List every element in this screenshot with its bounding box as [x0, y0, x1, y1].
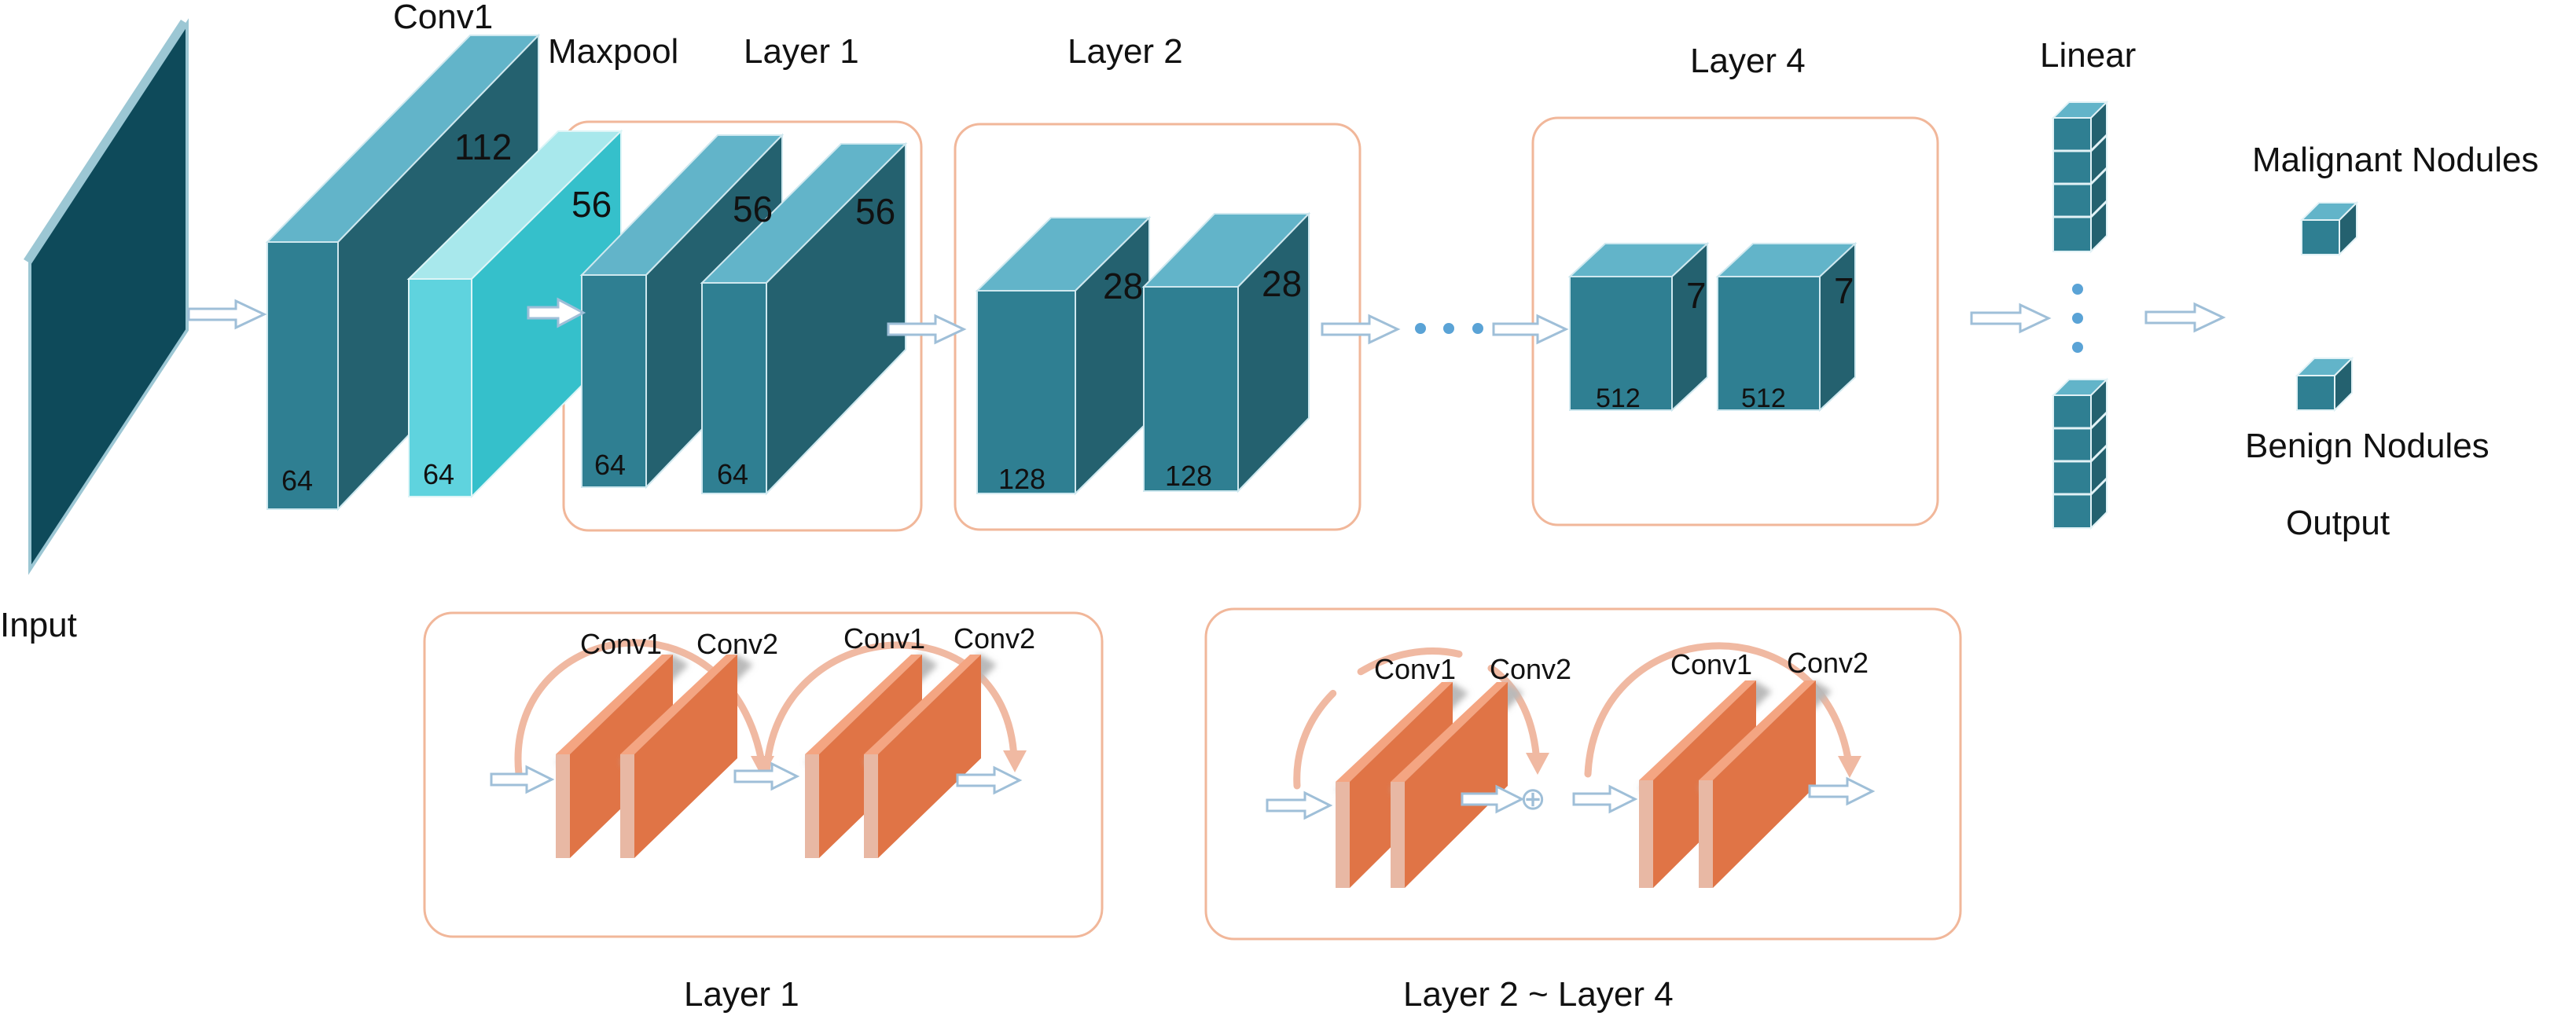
detail-layer2-4-arrow-mid	[1461, 784, 1525, 814]
detail-layer2-4-residual-arcs	[1293, 642, 1853, 790]
benign-label: Benign Nodules	[2245, 427, 2490, 465]
detail-layer2-4-conv1-label-b: Conv1	[1670, 648, 1752, 680]
input-label: Input	[0, 606, 77, 644]
detail-layer2-4-conv2-a	[1391, 682, 1523, 888]
arrow-linear-to-output	[2144, 302, 2226, 333]
linear-dots	[2072, 284, 2083, 353]
linear-title: Linear	[2040, 36, 2136, 75]
layer1-title: Layer 1	[744, 32, 859, 71]
conv1-label: Conv1	[393, 0, 493, 36]
detail-layer2-4-conv2-label-b: Conv2	[1787, 647, 1869, 679]
detail-layer1-conv1-label-a: Conv1	[580, 628, 662, 660]
layer4-channel-dim-b: 512	[1741, 383, 1786, 413]
detail-layer1-arc-head-b	[1003, 750, 1027, 772]
output-label: Output	[2286, 504, 2390, 542]
layer2-block-a	[975, 215, 1152, 496]
layer2-title: Layer 2	[1068, 32, 1183, 71]
arrow-layer2-to-dots	[1321, 314, 1401, 345]
detail-layer1-title: Layer 1	[684, 975, 799, 1014]
layer4-block-a	[1567, 241, 1710, 413]
detail-layer1-arc-head-a	[751, 756, 774, 778]
maxpool-label: Maxpool	[548, 32, 678, 71]
detail-layer2-4-frame	[1204, 607, 1962, 941]
detail-layer2-4-conv1-label-a: Conv1	[1374, 653, 1456, 685]
maxpool-channel-dim: 64	[423, 458, 454, 490]
layer1-block-b	[700, 141, 908, 496]
detail-layer2-4-arc-head-b	[1838, 756, 1861, 778]
detail-layer1-arrow-in	[490, 765, 555, 794]
layer1-channel-dim-b: 64	[717, 458, 748, 490]
detail-layer2-4-title: Layer 2 ~ Layer 4	[1403, 975, 1674, 1014]
layer4-block-b	[1715, 241, 1858, 413]
detail-layer1-residual-arcs	[514, 639, 1018, 778]
detail-layer2-4-arrow-post-add	[1572, 784, 1638, 814]
detail-layer1-conv2-b	[864, 654, 997, 858]
layer2-spatial-dim-b: 28	[1262, 263, 1302, 304]
arrow-layer4-to-linear	[1970, 303, 2052, 334]
residual-add-icon: ⊕	[1520, 782, 1546, 816]
layer2-spatial-dim-a: 28	[1103, 266, 1143, 306]
detail-layer1-conv2-label-a: Conv2	[696, 628, 778, 660]
arrow-dots-to-layer4	[1492, 314, 1569, 345]
layer1-spatial-dim-b: 56	[855, 191, 895, 232]
arrow-input-to-conv1	[187, 299, 267, 330]
benign-cube	[2295, 356, 2354, 413]
detail-layer1-conv1-label-b: Conv1	[843, 622, 925, 655]
detail-layer2-4-arc-head-a	[1526, 753, 1549, 775]
layer4-spatial-dim-b: 7	[1834, 270, 1854, 311]
layer4-title: Layer 4	[1690, 42, 1806, 80]
detail-layer2-4-conv2-label-a: Conv2	[1490, 653, 1571, 685]
layer1-spatial-dim-a: 56	[733, 189, 773, 229]
detail-layer2-4-conv2-b	[1699, 680, 1832, 888]
detail-layer1-conv2-label-b: Conv2	[954, 622, 1035, 655]
malignant-label: Malignant Nodules	[2252, 141, 2538, 179]
conv1-spatial-dim: 112	[454, 127, 512, 167]
layer1-channel-dim-a: 64	[594, 449, 626, 481]
linear-column-top	[2051, 100, 2109, 254]
arrow-layer1-to-layer2	[887, 314, 967, 345]
layer-ellipsis-dots	[1415, 323, 1483, 334]
linear-column-bottom	[2051, 377, 2109, 530]
malignant-cube	[2299, 200, 2359, 257]
detail-layer2-4-arrow-in	[1266, 790, 1333, 820]
layer2-block-b	[1141, 211, 1311, 493]
maxpool-spatial-dim: 56	[571, 184, 612, 225]
detail-layer1-arrow-mid	[733, 761, 800, 791]
layer4-channel-dim-a: 512	[1596, 383, 1641, 413]
layer4-frame	[1531, 116, 1939, 526]
conv1-channel-dim: 64	[281, 464, 313, 497]
layer2-channel-dim-a: 128	[998, 463, 1045, 495]
detail-layer1-frame	[423, 611, 1104, 938]
layer4-spatial-dim-a: 7	[1686, 275, 1707, 316]
arrow-maxpool-to-layer1	[527, 297, 586, 328]
detail-layer2-4-arrow-out	[1808, 776, 1876, 806]
detail-layer1-conv2-a	[620, 654, 753, 858]
layer2-channel-dim-b: 128	[1165, 460, 1212, 492]
input-image	[24, 18, 189, 575]
detail-layer1-arrow-out	[956, 765, 1023, 795]
